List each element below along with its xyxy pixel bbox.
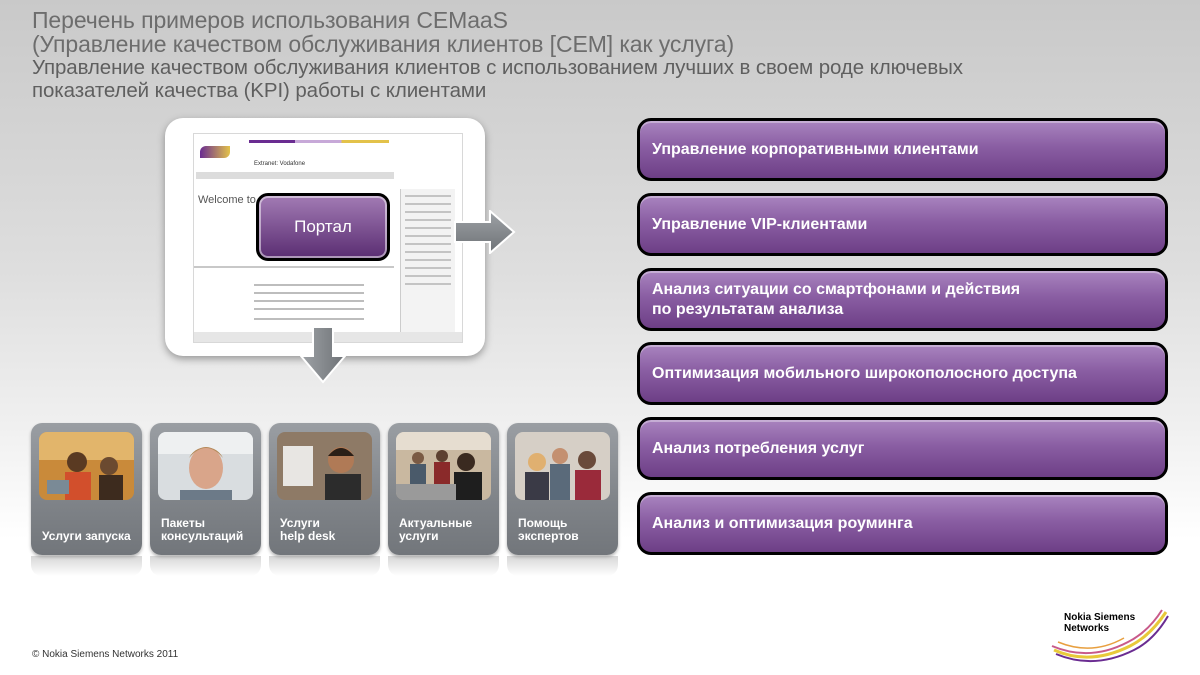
mini-text-line xyxy=(254,292,364,294)
copyright-text: © Nokia Siemens Networks 2011 xyxy=(32,649,179,660)
service-tile-current[interactable]: Актуальные услуги xyxy=(388,423,499,555)
launch-services-photo xyxy=(39,432,134,500)
mini-text-line xyxy=(254,308,364,310)
service-label: Помощь экспертов xyxy=(518,516,579,543)
mini-logo xyxy=(200,146,230,158)
tile-reflection xyxy=(507,556,618,576)
subtitle-line-1: Управление качеством обслуживания клиент… xyxy=(32,56,963,79)
logo-line-1: Nokia Siemens xyxy=(1064,612,1136,623)
use-case-vip-clients[interactable]: Управление VIP-клиентами xyxy=(637,193,1168,256)
use-case-label: Анализ ситуации со смартфонами и действи… xyxy=(652,280,1021,318)
mini-text-line xyxy=(254,284,364,286)
use-case-corporate-clients[interactable]: Управление корпоративными клиентами xyxy=(637,118,1168,181)
use-case-roaming[interactable]: Анализ и оптимизация роуминга xyxy=(637,492,1168,555)
mini-sidebar xyxy=(400,189,455,337)
use-case-label: Оптимизация мобильного широкополосного д… xyxy=(652,364,1077,382)
tile-reflection xyxy=(388,556,499,576)
tile-reflection xyxy=(269,556,380,576)
consulting-photo xyxy=(158,432,253,500)
service-tile-experts[interactable]: Помощь экспертов xyxy=(507,423,618,555)
mini-text-line xyxy=(254,300,364,302)
slide-title: Перечень примеров использования CEMaaS (… xyxy=(32,8,963,102)
service-label: Услуги help desk xyxy=(280,516,336,543)
subtitle-line-2: показателей качества (KPI) работы с клие… xyxy=(32,79,487,102)
mini-tabs xyxy=(249,140,389,143)
logo-line-2: Networks xyxy=(1064,623,1110,634)
service-tile-consulting[interactable]: Пакеты консультаций xyxy=(150,423,261,555)
helpdesk-photo xyxy=(277,432,372,500)
title-line-2: (Управление качеством обслуживания клиен… xyxy=(32,31,735,57)
use-case-label: Анализ и оптимизация роуминга xyxy=(652,514,913,532)
current-services-photo xyxy=(396,432,491,500)
nokia-siemens-networks-logo-icon xyxy=(1051,609,1169,663)
service-label: Актуальные услуги xyxy=(399,516,473,543)
use-case-mobile-broadband[interactable]: Оптимизация мобильного широкополосного д… xyxy=(637,342,1168,405)
mini-divider xyxy=(194,266,394,268)
use-case-label: Управление VIP-клиентами xyxy=(652,215,868,233)
service-label: Пакеты консультаций xyxy=(161,516,244,543)
service-tile-helpdesk[interactable]: Услуги help desk xyxy=(269,423,380,555)
use-case-label: Анализ потребления услуг xyxy=(652,439,865,457)
use-case-service-consumption[interactable]: Анализ потребления услуг xyxy=(637,417,1168,480)
title-line-1: Перечень примеров использования CEMaaS xyxy=(32,7,508,33)
use-case-label: Управление корпоративными клиентами xyxy=(652,140,979,158)
service-tile-launch[interactable]: Услуги запуска xyxy=(31,423,142,555)
logo-text: Nokia Siemens Networks xyxy=(1064,612,1135,634)
mini-text-line xyxy=(254,318,364,320)
tile-reflection xyxy=(31,556,142,576)
mini-nav-bar xyxy=(196,172,394,179)
arrow-down-icon xyxy=(300,326,346,384)
mini-title: Extranet: Vodafone xyxy=(254,161,306,167)
tile-reflection xyxy=(150,556,261,576)
arrow-right-icon xyxy=(454,210,516,254)
experts-photo xyxy=(515,432,610,500)
portal-button[interactable]: Портал xyxy=(256,193,390,261)
use-case-smartphone-analysis[interactable]: Анализ ситуации со смартфонами и действи… xyxy=(637,268,1168,331)
service-label: Услуги запуска xyxy=(42,529,131,543)
